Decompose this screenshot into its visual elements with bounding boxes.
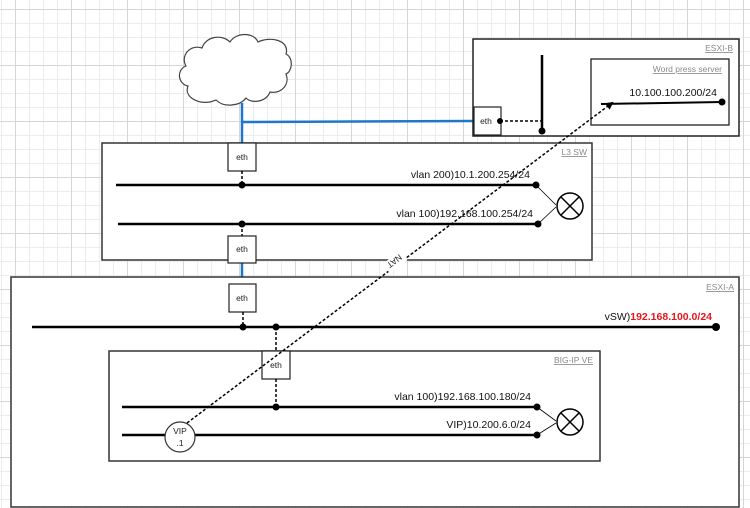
vip-node-address: .1 <box>176 438 183 448</box>
l3sw-router-icon <box>535 184 584 225</box>
l3sw-eth-top-box <box>227 142 257 172</box>
bigip-vip-net-label: VIP)10.200.6.0/24 <box>446 419 531 431</box>
esxi-a-vsw-label: vSW)192.168.100.0/24 <box>605 311 713 323</box>
wordpress-ip-label: 10.100.100.200/24 <box>629 87 717 99</box>
wordpress-nic-line <box>600 101 723 105</box>
vsw-network: 192.168.100.0/24 <box>630 311 712 323</box>
esxi-b-title: ESXI-B <box>705 43 733 53</box>
l3sw-eth-bottom-box <box>227 235 257 264</box>
esxi-a-eth-label: eth <box>236 293 248 303</box>
bigip-title: BIG-IP VE <box>554 355 593 365</box>
esxi-a-title: ESXI-A <box>706 282 734 292</box>
l3sw-title: L3 SW <box>561 147 587 157</box>
cloud-icon <box>178 33 292 106</box>
wordpress-title: Word press server <box>653 64 722 74</box>
vip-node[interactable]: VIP .1 <box>164 421 196 453</box>
bigip-router-icon <box>536 406 584 436</box>
bigip-vlan100-label: vlan 100)192.168.100.180/24 <box>394 391 531 403</box>
l3sw-vlan200-label: vlan 200)10.1.200.254/24 <box>411 169 530 181</box>
l3sw-eth-bottom-label: eth <box>236 244 248 254</box>
bigip-eth-label: eth <box>270 360 282 370</box>
wordpress-server[interactable]: Word press server 10.100.100.200/24 <box>590 58 730 126</box>
l3-switch[interactable]: L3 SW eth vlan 200)10.1.200.254/24 vlan … <box>101 142 593 264</box>
bigip-ve[interactable]: BIG-IP VE eth vlan 100)192.168.100.180/2… <box>108 350 601 462</box>
esxi-b-eth-label: eth <box>480 116 492 126</box>
cloud-to-esxi-b-link <box>241 119 475 124</box>
vsw-prefix: vSW) <box>605 311 631 323</box>
l3sw-eth-top-label: eth <box>236 152 248 162</box>
vip-node-label: VIP <box>173 426 187 436</box>
esxi-b-vswitch-dot <box>538 127 546 135</box>
